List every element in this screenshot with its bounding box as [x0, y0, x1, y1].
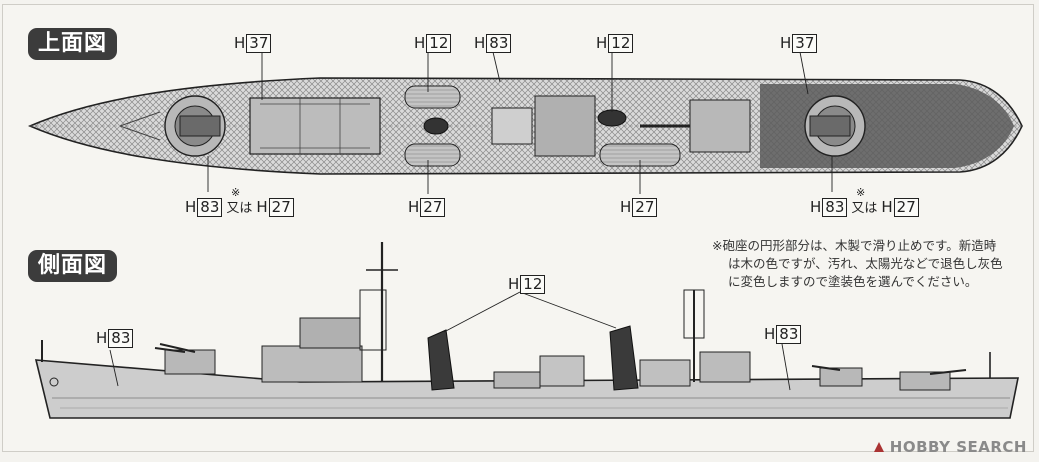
watermark: HOBBY SEARCH	[872, 438, 1027, 456]
callout-prefix: H	[256, 198, 268, 216]
callout-prefix: H	[764, 325, 776, 343]
color-code-box: 83	[776, 325, 802, 344]
color-code-box: 12	[426, 34, 452, 53]
side-leader-lines	[109, 291, 791, 391]
callout-prefix: H	[414, 34, 426, 52]
top-funnel-2	[597, 109, 627, 127]
note-line: に変色しますので塗装色を選んでください。	[728, 274, 978, 289]
side-view-ship	[34, 242, 1019, 419]
top-boat-1	[404, 85, 461, 109]
color-code-box: 83	[822, 198, 848, 217]
color-code-box: 83	[108, 329, 134, 348]
or-text: 又は	[851, 201, 878, 216]
callout-prefix: H	[508, 275, 520, 293]
side-funnel-1	[427, 329, 455, 391]
side-funnel-2	[609, 325, 639, 391]
top-aft-dark-deck	[760, 84, 1014, 168]
color-code-box: 83	[486, 34, 512, 53]
note-line: は木の色ですが、汚れ、太陽光などで退色し灰色	[728, 256, 1003, 271]
note-line: ※砲座の円形部分は、木製で滑り止めです。新造時	[712, 238, 997, 253]
color-code-box: 27	[268, 198, 294, 217]
hobby-search-logo-icon	[873, 442, 884, 452]
top-funnel-1	[423, 117, 449, 135]
top-bridge	[249, 97, 381, 155]
callout-prefix: H	[234, 34, 246, 52]
reference-mark: ※	[856, 186, 866, 199]
side-fwd-gun-mount	[164, 349, 216, 375]
side-hull	[34, 359, 1019, 419]
painting-note: ※砲座の円形部分は、木製で滑り止めです。新造時 は木の色ですが、汚れ、太陽光など…	[712, 237, 1022, 291]
color-code-box: 37	[246, 34, 272, 53]
side-aft-gun-mount-1	[819, 367, 863, 387]
callout-prefix: H	[185, 198, 197, 216]
callout-prefix: H	[96, 329, 108, 347]
color-code-box: 83	[197, 198, 223, 217]
color-code-box: 12	[608, 34, 634, 53]
color-code-box: 37	[792, 34, 818, 53]
side-bridge	[261, 345, 363, 383]
callout-prefix: H	[408, 198, 420, 216]
color-code-box: 27	[420, 198, 446, 217]
callout-prefix: H	[881, 198, 893, 216]
color-code-box: 12	[520, 275, 546, 294]
side-aft-gun-mount-2	[899, 371, 951, 391]
color-code-box: 27	[632, 198, 658, 217]
reference-mark: ※	[231, 186, 241, 199]
callout-prefix: H	[474, 34, 486, 52]
top-view-tag: 上面図	[28, 28, 118, 60]
side-view-tag: 側面図	[28, 250, 118, 282]
top-leader-lines	[207, 51, 833, 194]
top-view-ship	[27, 77, 1023, 175]
callout-prefix: H	[780, 34, 792, 52]
color-code-box: 27	[893, 198, 919, 217]
callout-prefix: H	[810, 198, 822, 216]
watermark-text: HOBBY SEARCH	[889, 438, 1027, 456]
callout-prefix: H	[596, 34, 608, 52]
or-text: 又は	[226, 201, 253, 216]
callout-prefix: H	[620, 198, 632, 216]
top-boat-2	[404, 143, 461, 167]
